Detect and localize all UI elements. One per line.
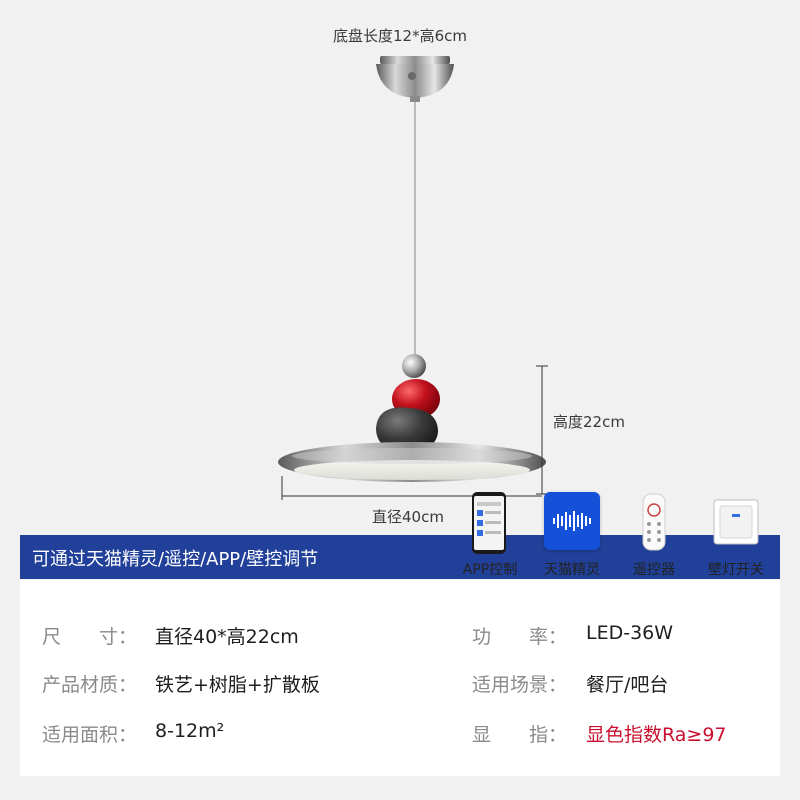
diameter-dimension-label: 直径40cm [372, 508, 444, 526]
spec-key: 适用面积： [42, 724, 138, 746]
banner-title: 可通过天猫精灵/遥控/APP/壁控调节 [32, 549, 319, 570]
remote-control-icon [626, 492, 682, 551]
ceiling-canopy [376, 56, 454, 102]
spec-key: 显 指： [472, 724, 568, 746]
spec-value: 餐厅/吧台 [586, 674, 669, 696]
base-dimension-label: 底盘长度12*高6cm [333, 27, 467, 45]
tmall-genie-icon [544, 492, 600, 550]
wall-switch-icon [708, 492, 764, 550]
spec-key: 产品材质： [42, 674, 138, 696]
spec-table: 尺 寸： 直径40*高22cm 功 率： LED-36W 产品材质： 铁艺+树脂… [20, 580, 780, 776]
spec-value: 铁艺+树脂+扩散板 [155, 674, 320, 696]
feature-label: 壁灯开关 [708, 562, 764, 578]
feature-label: 遥控器 [633, 562, 675, 578]
spec-value: 直径40*高22cm [155, 626, 299, 648]
chrome-ball [402, 354, 426, 378]
smartphone-icon [462, 492, 518, 554]
height-dimension-line [536, 365, 548, 495]
spec-key: 尺 寸： [42, 626, 138, 648]
pendant-lamp-illustration [278, 56, 548, 500]
feature-label: APP控制 [462, 562, 518, 578]
dark-stone [376, 407, 438, 452]
lamp-disc [278, 442, 546, 482]
spec-value-highlight: 显色指数Ra≥97 [586, 724, 727, 746]
height-dimension-label: 高度22cm [553, 413, 625, 431]
spec-value: 8-12m² [155, 720, 225, 742]
feature-label: 天猫精灵 [544, 562, 600, 578]
spec-value: LED-36W [586, 622, 674, 644]
spec-key: 功 率： [472, 626, 568, 648]
spec-key: 适用场景： [472, 674, 568, 696]
